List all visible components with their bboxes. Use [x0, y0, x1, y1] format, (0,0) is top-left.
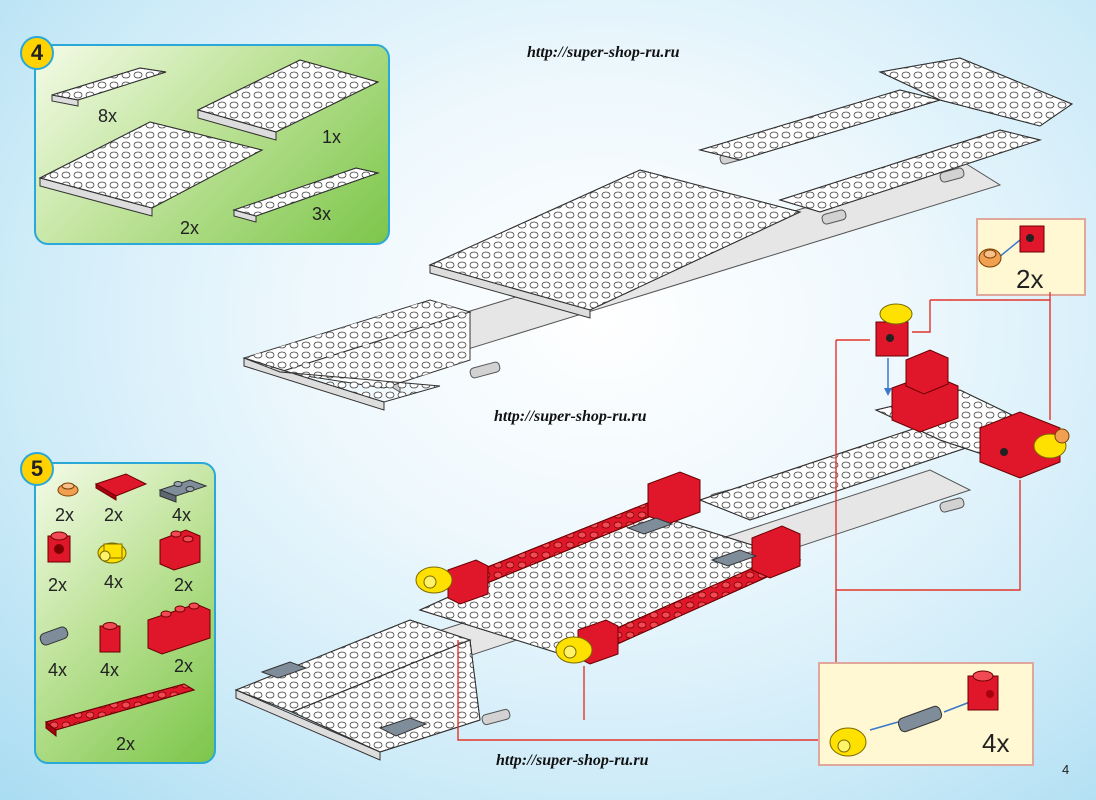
- watermark-url-bottom: http://super-shop-ru.ru: [496, 752, 649, 769]
- callout-top-qty: 2x: [1016, 264, 1044, 294]
- red-brick-end-b: [979, 411, 1061, 479]
- step-4-badge: 4: [20, 36, 54, 70]
- step-5-qty-red-brick-hole: 2x: [48, 575, 68, 595]
- step-5-qty-red-plate: 2x: [116, 734, 136, 754]
- callout-bottom-qty: 4x: [982, 728, 1010, 758]
- red-brick-top-b: [751, 525, 801, 579]
- watermark-url-middle: http://super-shop-ru.ru: [494, 408, 647, 425]
- red-brick-top-a: [647, 471, 701, 525]
- part-grey-pin: [39, 626, 69, 646]
- page-number: 4: [1062, 762, 1070, 777]
- step-5-badge: 5: [20, 452, 54, 486]
- watermark-url-top: http://super-shop-ru.ru: [527, 44, 680, 61]
- step-5-qty-red-brick-2x4: 2x: [174, 656, 194, 676]
- step-5-qty-round-tile: 2x: [55, 505, 75, 525]
- step-4-qty-plate-6x10-a: 1x: [322, 127, 342, 147]
- step-5-qty-grey-pin: 4x: [48, 660, 68, 680]
- red-brick-left-a: [447, 559, 489, 605]
- step-5-qty-red-brick-1x1: 4x: [100, 660, 120, 680]
- step-4-qty-plate-1x6: 8x: [98, 106, 118, 126]
- step-5-qty-yellow-connector: 4x: [104, 572, 124, 592]
- step-5-qty-red-tile: 2x: [104, 505, 124, 525]
- step-5-qty-red-brick-2x2: 2x: [174, 575, 194, 595]
- step-5-qty-grey-plate: 4x: [172, 505, 192, 525]
- step-4-qty-plate-1x8: 3x: [312, 204, 332, 224]
- callout-grey-pin: [897, 705, 943, 733]
- step-4-qty-plate-6x10-b: 2x: [180, 218, 200, 238]
